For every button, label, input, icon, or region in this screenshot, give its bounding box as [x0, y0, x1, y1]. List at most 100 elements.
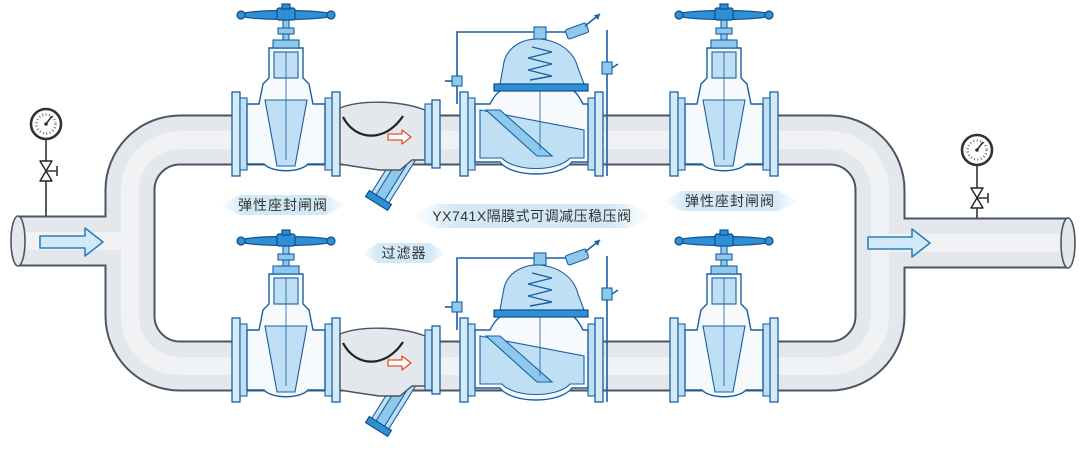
flange	[324, 91, 341, 177]
ball-valve-icon	[601, 287, 619, 301]
flange-neck	[324, 97, 333, 171]
flange-neck	[587, 323, 596, 397]
flange-neck	[762, 323, 771, 397]
flange	[587, 317, 604, 403]
flange	[424, 99, 441, 169]
flange-plate	[431, 99, 441, 169]
label-text: 弹性座封闸阀	[685, 193, 775, 209]
strainer-body	[339, 101, 426, 171]
flange-plate	[769, 317, 779, 403]
valve-seat	[484, 109, 554, 157]
needle-valve-icon	[445, 75, 463, 87]
spring-icon	[527, 272, 553, 307]
gate-valve-left	[231, 229, 341, 403]
gauge-valve-icon	[39, 160, 58, 182]
pilot-valve-icon	[564, 239, 601, 266]
outlet-pressure-gauge	[960, 133, 994, 218]
handwheel-icon	[236, 3, 336, 21]
flange-plate	[769, 91, 779, 177]
flange	[459, 91, 476, 177]
valve-handle	[46, 166, 58, 176]
flow-arrow-icon	[387, 129, 412, 145]
label-strainer: 过滤器	[362, 243, 446, 263]
ball-valve-handle	[611, 289, 619, 295]
label-band	[220, 195, 346, 215]
flange-neck	[324, 323, 333, 397]
stem-nut	[277, 253, 295, 261]
handwheel-knob	[674, 236, 684, 246]
flange-plate	[594, 91, 604, 177]
handwheel-knob	[236, 236, 246, 246]
spring-icon	[527, 46, 553, 81]
ball-valve-body	[601, 287, 613, 301]
handwheel-knob	[674, 10, 684, 20]
strainer	[339, 325, 441, 438]
flange-plate	[331, 91, 341, 177]
handwheel-cap	[719, 229, 729, 236]
stem-nut	[715, 253, 733, 261]
stem-nut	[715, 27, 733, 35]
yoke	[272, 265, 300, 275]
stem-nut	[277, 27, 295, 35]
flange-plate	[459, 91, 469, 177]
needle-valve-body	[451, 75, 463, 87]
flange-neck	[424, 329, 433, 391]
label-band	[662, 191, 798, 211]
pilot-valve-body	[564, 22, 590, 40]
inlet-pipe-end	[10, 215, 26, 267]
gauge-scale	[35, 113, 57, 135]
needle-valve-icon	[445, 301, 463, 313]
gauge-pivot	[975, 148, 979, 152]
gate-valve-left	[231, 3, 341, 177]
valve-branch-bottom	[231, 229, 779, 438]
flange-neck	[467, 97, 476, 171]
handwheel-hub	[714, 233, 734, 247]
label-text: YX741X隔膜式可调减压稳压阀	[432, 208, 631, 224]
handwheel-knob	[236, 10, 246, 20]
valve-triangle	[39, 160, 53, 172]
label-text: 弹性座封闸阀	[238, 197, 328, 213]
label-gate-valve-left: 弹性座封闸阀	[220, 195, 346, 215]
flange-neck	[239, 97, 248, 171]
flow-arrow-icon	[867, 228, 931, 258]
flange-neck	[467, 323, 476, 397]
gauge-pivot	[44, 122, 48, 126]
flange	[587, 91, 604, 177]
valve-handle	[977, 193, 989, 203]
flange-neck	[587, 97, 596, 171]
gauge-valve-icon	[970, 187, 989, 209]
handwheel-hub	[276, 233, 296, 247]
strainer-cap	[364, 415, 393, 438]
flange	[762, 91, 779, 177]
stem-cap	[533, 252, 547, 266]
flange	[459, 317, 476, 403]
flange-plate	[431, 325, 441, 395]
outlet-pipe-end	[1060, 217, 1076, 269]
handwheel-knob	[326, 236, 336, 246]
valve-triangle	[970, 197, 984, 209]
cover-flange	[493, 309, 589, 318]
flange-plate	[669, 91, 679, 177]
pilot-valve-icon	[564, 13, 601, 40]
pilot-valve-body	[564, 248, 590, 266]
flange	[669, 91, 686, 177]
yoke	[710, 39, 738, 49]
valve-seat	[484, 335, 554, 383]
strainer-cap	[364, 189, 393, 212]
flange-neck	[424, 103, 433, 165]
strainer-body	[339, 327, 426, 397]
handwheel-knob	[764, 236, 774, 246]
flange-plate	[459, 317, 469, 403]
label-band	[412, 204, 652, 228]
valve-branch-top	[231, 3, 779, 212]
flange	[324, 317, 341, 403]
label-band	[362, 243, 446, 263]
flange-plate	[669, 317, 679, 403]
flange	[762, 317, 779, 403]
flange	[231, 91, 248, 177]
gauge-scale	[966, 139, 988, 161]
handwheel-icon	[236, 229, 336, 247]
flange-plate	[231, 317, 241, 403]
handwheel-cap	[281, 3, 291, 10]
